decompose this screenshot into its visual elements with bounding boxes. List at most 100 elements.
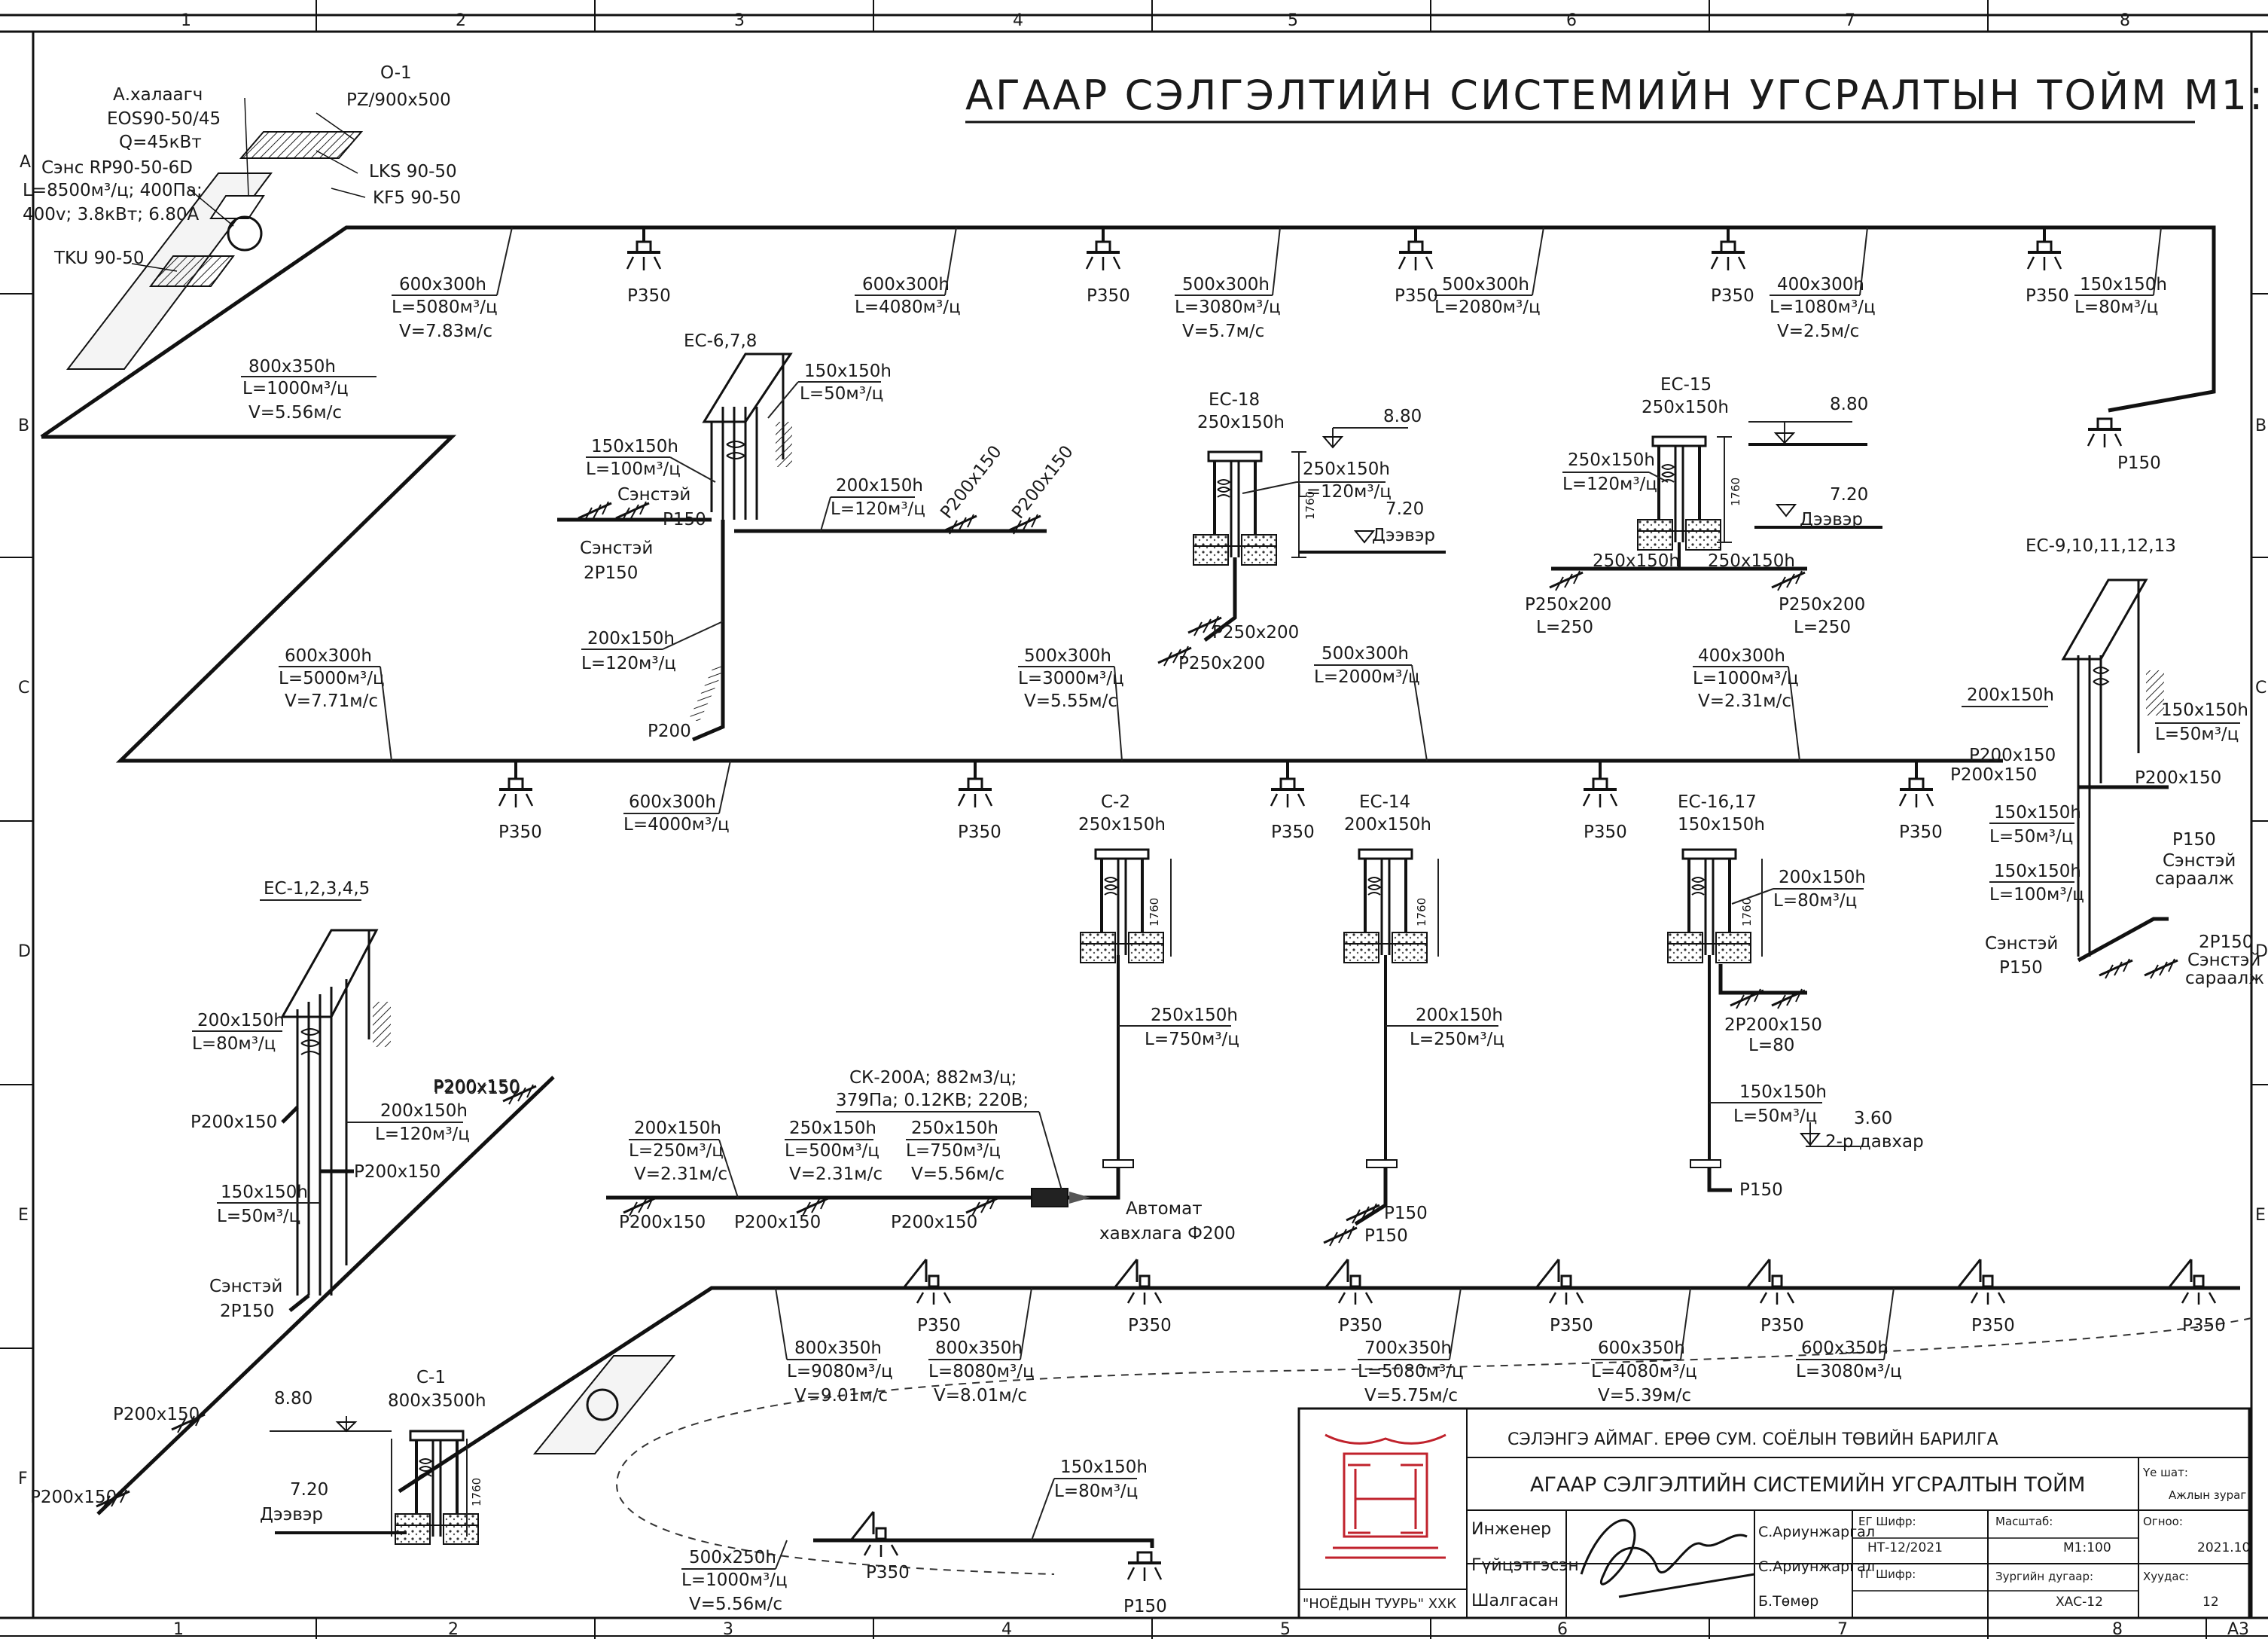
grid-row-a: A (20, 153, 31, 172)
bot-diffuser-4: P350 (1550, 1316, 1593, 1335)
ec9-grille-1: P200x150 (1969, 746, 2056, 765)
mid-seg-1-flow: L=5000м³/ц (279, 669, 385, 688)
ec18-level-880: 8.80 (1383, 407, 1422, 426)
bb-diffuser-2: P150 (1123, 1597, 1167, 1616)
grid-row-e: E (18, 1206, 29, 1225)
ec12345-note-1-flow: L=80м³/ц (192, 1034, 276, 1054)
riser-ec18-labels: EC-18 250x150h 250x150h L=120м³/ц 8.80 7… (1178, 390, 1435, 673)
heater-model: EOS90-50/45 (107, 109, 221, 129)
top-seg-4-size: 500x300h (1442, 275, 1529, 295)
bottom-main-labels: 800x350h L=9080м³/ц V=9.01м/с 800x350h L… (30, 1079, 2226, 1507)
mid-diffuser-4: P350 (1584, 823, 1627, 842)
grid-row-f: F (18, 1470, 28, 1488)
ec12345-senstei: Сэнстэй (209, 1277, 282, 1296)
ec9-senstei-2: Сэнстэй (1985, 934, 2058, 954)
kitchen-branch-labels: СК-200А; 882м3/ц; 379Па; 0.12КВ; 220В; 2… (619, 1068, 1236, 1244)
kb-grille-1: P200x150 (619, 1213, 706, 1232)
kb-seg-1-flow: L=250м³/ц (629, 1141, 724, 1161)
ec9-label: EC-9,10,11,12,13 (2026, 536, 2176, 556)
ec678-label: EC-6,7,8 (684, 331, 757, 351)
bottom-fan-box (532, 1355, 676, 1454)
top-seg-4-flow: L=2080м³/ц (1434, 298, 1541, 317)
ec15-roof: Дээвэр (1800, 510, 1863, 530)
ec15-note-size: 250x150h (1568, 450, 1655, 470)
signature (1580, 1518, 1755, 1598)
drawing-title: АГААР СЭЛГЭЛТИЙН СИСТЕМИЙН УГСРАЛТЫН ТОЙ… (965, 72, 2268, 119)
ec1617-grille: P150 (1739, 1180, 1783, 1200)
ec18-label: EC-18 (1209, 390, 1260, 410)
top-seg-5-vel: V=2.5м/с (1777, 322, 1859, 341)
c1-level-880: 8.80 (274, 1389, 312, 1409)
ec15-grille-1-flow: L=250 (1536, 618, 1593, 637)
grid-row-labels: A B C D E F B C D E (18, 153, 2268, 1488)
tb-sheet-no-value: 12 (2202, 1595, 2219, 1610)
ec18-roof: Дээвэр (1372, 526, 1435, 545)
kb-grille-2: P200x150 (734, 1213, 821, 1232)
grid-col-7: 7 (1845, 11, 1855, 30)
top-seg-6-flow: L=80м³/ц (2074, 298, 2158, 317)
grid-col-1-bottom: 1 (173, 1620, 184, 1639)
mid-diffuser-2: P350 (958, 823, 1001, 842)
ec12345-grille-3: P200x150 (433, 1077, 520, 1097)
mid-seg-3-flow: L=3000м³/ц (1018, 669, 1124, 688)
ec12345-grille-2: P200x150 (354, 1162, 440, 1182)
ec678-grille-2: P200x150 (1008, 442, 1077, 523)
grid-col-3-bottom: 3 (723, 1620, 733, 1639)
top-seg-1-vel: V=7.83м/с (399, 322, 492, 341)
ec9-saraalzh-1: сараалж (2155, 869, 2234, 889)
ec14-label: EC-14 (1359, 792, 1410, 812)
grid-col-4-bottom: 4 (1001, 1620, 1012, 1639)
ec12345-note-2-flow: L=120м³/ц (375, 1125, 470, 1144)
riser-ec15-labels: EC-15 250x150h 250x150h L=120м³/ц 8.80 7… (1525, 375, 1868, 637)
mid-seg-5-size: 400x300h (1698, 646, 1785, 666)
ec1617-note-3-flow: L=50м³/ц (1733, 1106, 1817, 1126)
ec18-grille-1: P250x200 (1212, 623, 1299, 642)
ec12345-grille-1: P200x150 (191, 1113, 277, 1132)
mid-seg-4-size: 500x300h (1321, 644, 1409, 664)
bot-branch-grille-1: P200x150 (113, 1405, 200, 1424)
kitchen-fan-icon (1031, 1188, 1068, 1207)
top-main-duct (40, 225, 2216, 763)
bot-seg-3-vel: V=5.75м/с (1364, 1386, 1458, 1406)
tb-tg-code-label: ТГ Шифр: (1858, 1567, 1916, 1581)
grid-col-6: 6 (1566, 11, 1577, 30)
bot-branch-grille-3: P200x150 (434, 1079, 520, 1098)
ec678-2p150: 2P150 (584, 563, 638, 583)
kitchen-fan-spec-1: СК-200А; 882м3/ц; (849, 1068, 1017, 1088)
ec1617-note-1-size: 200x150h (1779, 868, 1866, 887)
title-block (1297, 1407, 2251, 1619)
ec9-p150: P150 (1999, 958, 2043, 978)
fan-electric: 400v; 3.8кВт; 6.80A (23, 205, 199, 224)
ec1617-size: 150x150h (1678, 815, 1765, 835)
lks-label: LKS 90-50 (369, 162, 457, 182)
ec14-grille-1: P150 (1384, 1204, 1428, 1223)
ec15-size: 250x150h (1642, 398, 1729, 417)
grid-column-labels: 1 2 3 4 5 6 7 8 1 2 3 4 5 6 7 8 A3 (173, 11, 2249, 1639)
kb-damper-2: хавхлага Ф200 (1099, 1224, 1236, 1244)
tb-date-label: Огноо: (2143, 1515, 2183, 1528)
riser-ec12345 (95, 929, 555, 1515)
grid-row-e-right: E (2255, 1206, 2266, 1225)
ec1617-level: 3.60 (1854, 1109, 1892, 1128)
top-seg-5-flow: L=1080м³/ц (1770, 298, 1876, 317)
bot-seg-3-flow: L=5080м³/ц (1358, 1362, 1464, 1381)
bot-diffuser-6: P350 (1971, 1316, 2015, 1335)
c1-size: 800x3500h (388, 1391, 486, 1411)
ec9-note-2-size: 150x150h (2161, 700, 2248, 720)
top-seg-1-size: 600x300h (399, 275, 486, 295)
ec12345-note-3-size: 150x150h (221, 1183, 308, 1202)
tku-label: TKU 90-50 (53, 249, 145, 268)
c2-note-size: 250x150h (1151, 1006, 1238, 1025)
tb-scale-value: М1:100 (2063, 1540, 2111, 1555)
top-branch-size: 800x350h (248, 357, 336, 377)
c2-note-flow: L=750м³/ц (1145, 1030, 1239, 1049)
bot-seg-4-vel: V=5.39м/с (1598, 1386, 1691, 1406)
fan-icon (227, 215, 263, 252)
grid-row-c-right: C (2255, 679, 2266, 697)
mid-seg-2-flow: L=4000м³/ц (623, 815, 730, 835)
ec678-p200: P200 (648, 722, 691, 741)
middle-main-labels: 600x300h L=5000м³/ц V=7.71м/с 600x300h L… (279, 644, 1943, 842)
bb-diffuser-1: P350 (866, 1563, 910, 1583)
bottom-fan-icon (586, 1388, 619, 1421)
tb-company: "НОЁДЫН ТУУРЬ" ХХК (1303, 1596, 1456, 1612)
